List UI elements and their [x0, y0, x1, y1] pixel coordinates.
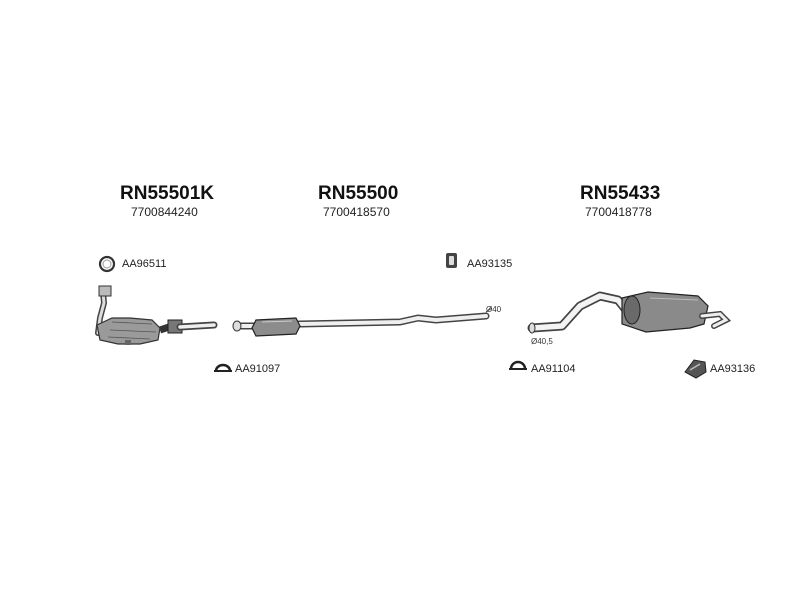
oem-number-middle: 7700418570 — [323, 205, 390, 219]
oem-number-rear: 7700418778 — [585, 205, 652, 219]
ring-label: AA96511 — [122, 258, 167, 270]
pipe-clamp-icon — [509, 360, 527, 370]
front-catalytic-section — [95, 285, 218, 345]
dimension-mid-pipe: Ø40 — [486, 305, 502, 314]
ring-gasket-icon — [98, 255, 116, 273]
rear-silencer-section — [527, 291, 732, 334]
part-number-front: RN55501K — [120, 183, 214, 204]
pipe-clamp-icon — [214, 363, 232, 372]
hanger-mid-label: AA93135 — [467, 258, 513, 270]
middle-silencer-section — [232, 307, 493, 337]
dimension-rear-pipe: Ø40,5 — [531, 337, 553, 346]
part-number-rear: RN55433 — [580, 183, 661, 204]
hanger-rear-label: AA93136 — [710, 363, 756, 375]
clamp-rear-label: AA91104 — [531, 363, 576, 375]
clamp-front-label: AA91097 — [235, 363, 281, 375]
oem-number-front: 7700844240 — [131, 205, 198, 219]
rubber-hanger-icon — [446, 253, 457, 268]
bracket-icon — [684, 359, 707, 379]
part-number-middle: RN55500 — [318, 183, 399, 204]
